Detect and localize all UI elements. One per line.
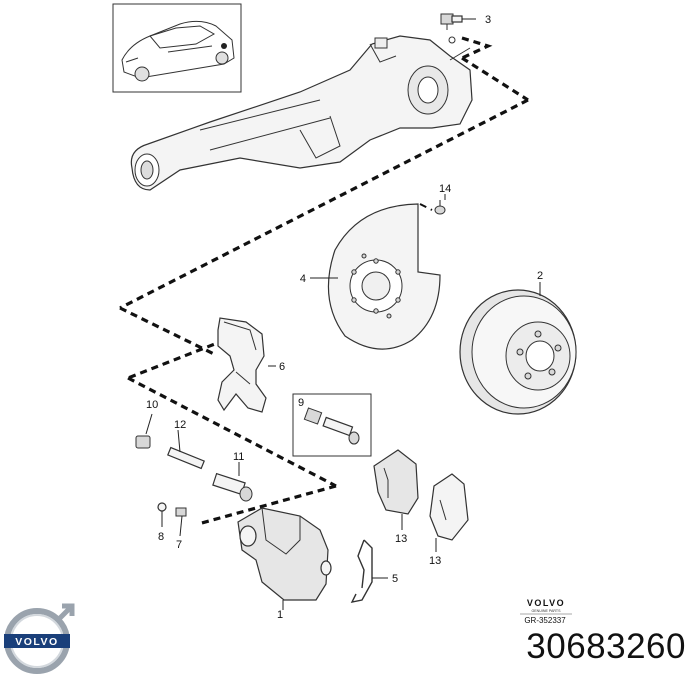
stamp-subtitle: GENUINE PARTS <box>531 609 561 613</box>
brake-pad-part-13a <box>373 449 419 530</box>
caliper-bracket-part-6 <box>217 317 267 413</box>
part-label-8: 8 <box>158 531 164 543</box>
part-label-13b: 13 <box>429 555 441 567</box>
bolt-part-3 <box>440 13 476 30</box>
brake-caliper-part-1 <box>237 507 332 610</box>
brake-pad-part-13b <box>429 473 469 552</box>
spring-clip-part-5 <box>350 539 388 603</box>
catalog-part-number: 30683260 <box>526 627 686 666</box>
part-label-7: 7 <box>176 539 182 551</box>
part-label-4: 4 <box>300 273 306 285</box>
bleeder-cap-part-8 <box>157 502 167 527</box>
part-label-13a: 13 <box>395 533 407 545</box>
stamp-code: GR-352337 <box>524 616 566 625</box>
part-label-5: 5 <box>392 573 398 585</box>
brake-disc-part-2 <box>459 289 577 415</box>
guide-pin-part-12 <box>167 429 205 470</box>
part-label-14: 14 <box>439 183 451 195</box>
dust-cap-part-10 <box>135 413 153 449</box>
guide-bushing-part-11 <box>212 462 253 502</box>
bleeder-screw-part-7 <box>175 507 187 537</box>
part-label-9: 9 <box>298 397 304 409</box>
label-leader-lines <box>268 194 541 367</box>
car-thumbnail <box>112 3 242 93</box>
part-label-3: 3 <box>485 14 491 26</box>
bolt-part-14 <box>419 200 446 215</box>
volvo-logo-text: VOLVO <box>15 636 58 648</box>
brake-dust-shield-part-4 <box>327 203 441 350</box>
stamp-brand: VOLVO <box>527 598 565 608</box>
part-label-10: 10 <box>146 399 158 411</box>
part-label-11: 11 <box>233 451 244 463</box>
part-label-6: 6 <box>279 361 285 373</box>
assembly-dashed-lines <box>119 36 529 526</box>
part-label-12: 12 <box>174 419 186 431</box>
volvo-logo: VOLVO <box>4 603 75 674</box>
genuine-parts-stamp: VOLVO GENUINE PARTS GR-352337 <box>520 598 572 625</box>
part-label-2: 2 <box>537 270 543 282</box>
part-label-1: 1 <box>277 609 283 621</box>
guide-kit-box-part-9 <box>292 393 372 457</box>
trailing-arm-knuckle <box>130 35 473 191</box>
